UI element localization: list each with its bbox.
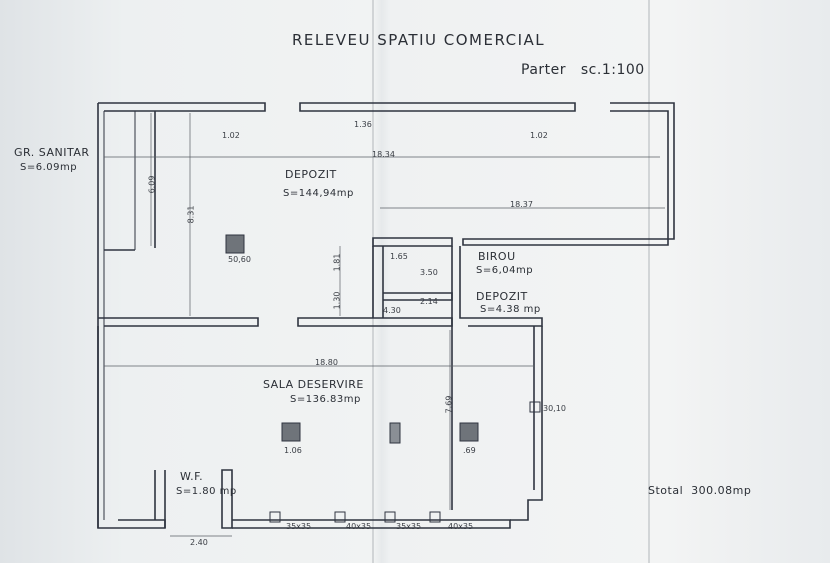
dimension-label: 40x35 xyxy=(346,522,372,531)
dimension-label: 18.80 xyxy=(315,358,338,367)
room-area-wc: S=1.80 mp xyxy=(176,486,237,497)
room-area-depozit-mic: S=4.38 mp xyxy=(480,304,541,315)
paper-fold-line xyxy=(648,0,650,563)
dimension-label: 50,60 xyxy=(228,255,251,264)
dimension-label: 35x35 xyxy=(396,522,422,531)
room-name-gr-sanitar: GR. SANITAR xyxy=(14,146,90,159)
total-area-value: 300.08mp xyxy=(691,484,752,497)
dimension-label: 1.02 xyxy=(530,131,548,140)
dimension-label: 1.06 xyxy=(284,446,302,455)
dimension-label: 18.34 xyxy=(372,150,395,159)
north-wall-left xyxy=(98,102,266,112)
north-east-wall xyxy=(462,102,675,246)
dimension-label: 1.30 xyxy=(332,291,342,310)
room-area-depozit: S=144,94mp xyxy=(283,188,354,199)
dimension-label: 2.14 xyxy=(420,297,438,306)
room-area-gr-sanitar: S=6.09mp xyxy=(20,162,78,173)
dimension-label: 40x35 xyxy=(448,522,474,531)
room-area-birou: S=6,04mp xyxy=(476,265,534,276)
dimension-label: 1.36 xyxy=(354,120,372,129)
dimension-label: 4.30 xyxy=(383,306,401,315)
room-name-wc: W.F. xyxy=(180,470,204,483)
scale-label: sc.1:100 xyxy=(580,62,645,78)
room-name-depozit: DEPOZIT xyxy=(285,168,337,181)
room-name-sala: SALA DESERVIRE xyxy=(263,378,364,391)
dimension-label: 18.37 xyxy=(510,200,533,209)
total-area-label: Stotal xyxy=(648,484,684,497)
depozit-south-wall-middle xyxy=(297,317,453,327)
room-name-birou: BIROU xyxy=(478,250,516,263)
west-wall xyxy=(97,103,118,529)
total-area: Stotal 300.08mp xyxy=(648,484,751,497)
floor-label: Parter xyxy=(521,62,567,78)
dimension-label: 8.31 xyxy=(186,205,196,224)
depozit-south-wall-left xyxy=(98,317,259,327)
dimension-label: 3.50 xyxy=(420,268,438,277)
dimension-label: 2.40 xyxy=(190,538,208,547)
dimension-label: 30,10 xyxy=(543,404,566,413)
north-wall-middle xyxy=(299,102,576,112)
room-name-depozit-mic: DEPOZIT xyxy=(476,290,528,303)
dimension-label: 6.09 xyxy=(147,175,157,194)
dimension-label: 1.02 xyxy=(222,131,240,140)
drawing-level: Parter sc.1:100 xyxy=(521,62,645,78)
dimension-label: .69 xyxy=(463,446,476,455)
drawing-title: RELEVEU SPATIU COMERCIAL xyxy=(292,31,546,49)
dimension-label: 1.65 xyxy=(390,252,408,261)
room-area-sala: S=136.83mp xyxy=(290,394,361,405)
dimension-label: 7.69 xyxy=(444,395,454,414)
dimension-label: 1.81 xyxy=(332,253,342,272)
dimension-label: 35x35 xyxy=(286,522,312,531)
